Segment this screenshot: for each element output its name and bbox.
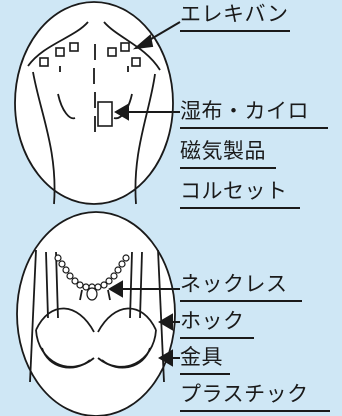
label-hook: ホック (180, 309, 245, 333)
necklace-beads (54, 254, 130, 301)
label-poultice: 湿布・カイロ (180, 99, 309, 123)
back-illustration (14, 1, 174, 205)
bra-illustration (16, 211, 176, 416)
necklace-arrow (108, 280, 180, 298)
underline-poultice (180, 127, 328, 129)
label-necklace: ネックレス (180, 272, 288, 296)
hook-arrow (158, 313, 180, 331)
poultice-arrow (114, 103, 180, 121)
label-magnetic: 磁気製品 (180, 139, 266, 163)
underline-corset (180, 207, 300, 209)
electrode-patches (39, 42, 141, 67)
underline-plastic (180, 410, 330, 412)
label-corset: コルセット (180, 179, 288, 203)
underline-electrode (180, 30, 290, 32)
underline-metal (180, 373, 230, 375)
metal-arrow (158, 349, 180, 367)
underline-hook (180, 337, 254, 339)
label-electrode: エレキバン (180, 2, 289, 26)
label-plastic: プラスチック (180, 382, 309, 406)
underline-necklace (180, 300, 302, 302)
label-metal: 金具 (180, 345, 223, 369)
poultice-patch (97, 101, 113, 127)
electrode-arrow (132, 21, 181, 50)
underline-magnetic (180, 167, 276, 169)
